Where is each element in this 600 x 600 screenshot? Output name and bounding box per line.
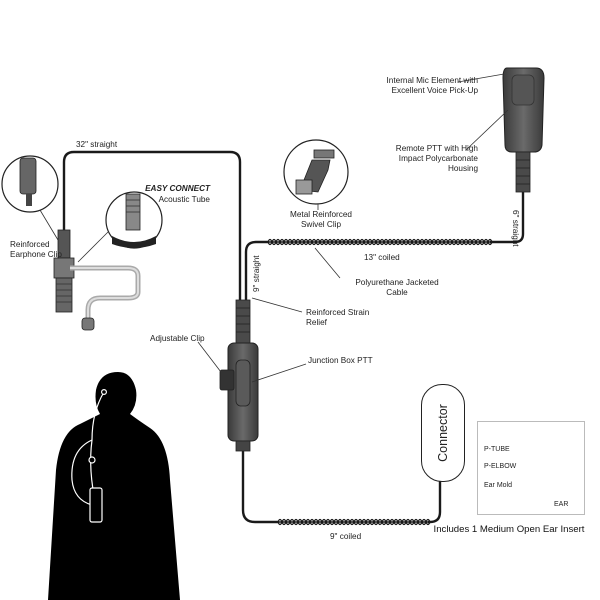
leader-junction bbox=[251, 363, 307, 383]
junction-box-ptt bbox=[219, 342, 259, 452]
label-acoustic-tube: Acoustic Tube bbox=[158, 195, 210, 204]
leader-tube bbox=[77, 231, 109, 263]
cable-to-bottom bbox=[241, 440, 278, 524]
ear-insert-box bbox=[477, 421, 585, 515]
label-p-elbow: P-ELBOW bbox=[484, 463, 517, 470]
connector-label: Connector bbox=[436, 404, 450, 462]
acoustic-tube-detail bbox=[105, 191, 163, 249]
label-poly-cable: Polyurethane Jacketed Cable bbox=[355, 278, 439, 297]
label-easy-connect: EASY CONNECT bbox=[145, 184, 210, 193]
label-junction-ptt: Junction Box PTT bbox=[308, 356, 373, 365]
label-9-straight: 9" straight bbox=[252, 255, 261, 292]
label-9-coiled: 9" coiled bbox=[330, 532, 362, 541]
label-32-straight: 32" straight bbox=[76, 140, 118, 149]
label-remote-ptt: Remote PTT with High Impact Polycarbonat… bbox=[395, 144, 478, 173]
person-silhouette bbox=[48, 372, 180, 600]
cable-to-connector bbox=[428, 480, 442, 524]
label-13-coiled: 13" coiled bbox=[364, 253, 400, 262]
label-six-straight: 6" straight bbox=[511, 210, 520, 247]
leader-adjustable bbox=[197, 341, 225, 377]
leader-strain bbox=[251, 297, 303, 313]
strain-relief bbox=[235, 299, 251, 345]
cable-6-straight bbox=[490, 190, 525, 244]
label-reinforced-clip: Reinforced Earphone Clip bbox=[10, 240, 62, 259]
earphone-clip-detail bbox=[1, 155, 59, 213]
coil-9 bbox=[277, 518, 431, 526]
footer-note: Includes 1 Medium Open Ear Insert bbox=[433, 524, 585, 535]
label-adjustable-clip: Adjustable Clip bbox=[150, 334, 205, 343]
remote-ptt-housing bbox=[502, 67, 545, 193]
leader-earphone bbox=[39, 209, 59, 241]
label-internal-mic: Internal Mic Element with Excellent Voic… bbox=[386, 76, 478, 95]
cable-9-straight bbox=[244, 240, 268, 345]
leader-mic bbox=[457, 73, 505, 83]
label-ear: EAR bbox=[554, 501, 569, 508]
coil-13 bbox=[267, 238, 493, 246]
label-metal-clip: Metal Reinforced Swivel Clip bbox=[290, 210, 352, 229]
label-ear-mold: Ear Mold bbox=[484, 482, 513, 489]
leader-remote bbox=[465, 109, 509, 151]
label-p-tube: P-TUBE bbox=[484, 446, 510, 453]
cable-32-straight bbox=[62, 150, 242, 345]
leader-poly bbox=[314, 247, 341, 279]
label-strain-relief: Reinforced Strain Relief bbox=[306, 308, 370, 327]
swivel-clip-detail bbox=[283, 139, 349, 205]
earpiece-assembly bbox=[53, 229, 141, 331]
connector: Connector bbox=[421, 384, 465, 482]
